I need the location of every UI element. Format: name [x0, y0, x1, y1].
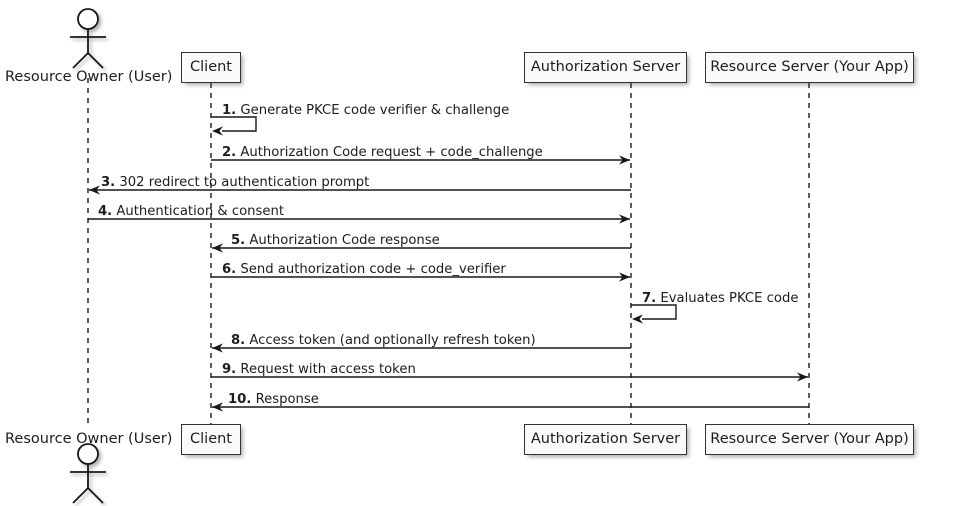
message-6-label: 6. Send authorization code + code_verifi… [222, 263, 506, 276]
message-9-text: Request with access token [236, 362, 416, 377]
message-5-sequence-number: 5. [231, 233, 246, 248]
message-5-text: Authorization Code response [245, 233, 440, 248]
participant-box-authorization-server-bottom[interactable]: Authorization Server [524, 424, 687, 455]
message-7-self-loop [631, 304, 677, 320]
participant-label: Client [190, 431, 232, 448]
message-1-arrowhead [212, 126, 223, 136]
actor-figures-group [70, 8, 106, 504]
actor-top [70, 8, 106, 69]
actor-leg-left [72, 487, 89, 504]
message-6-sequence-number: 6. [222, 262, 237, 277]
message-3-arrowhead [89, 185, 100, 195]
message-1-text: Generate PKCE code verifier & challenge [236, 103, 510, 118]
message-10-arrow[interactable] [212, 402, 809, 412]
message-8-label: 8. Access token (and optionally refresh … [231, 334, 536, 347]
message-5-arrowhead [212, 243, 223, 253]
participant-label: Resource Server (Your App) [710, 59, 909, 76]
message-1-label: 1. Generate PKCE code verifier & challen… [222, 104, 509, 117]
actor-leg-right [87, 487, 104, 504]
message-7-label: 7. Evaluates PKCE code [642, 292, 798, 305]
actor-head [77, 8, 99, 30]
actor-label-text: Resource Owner (User) [5, 431, 173, 447]
message-10-label: 10. Response [228, 393, 319, 406]
message-9-arrowhead [797, 372, 808, 382]
lifelines-group [87, 78, 810, 428]
message-1-arrow[interactable] [211, 116, 257, 136]
message-4-text: Authentication & consent [112, 204, 285, 219]
message-3-label: 3. 302 redirect to authentication prompt [101, 176, 369, 189]
participant-label: Resource Server (Your App) [710, 431, 909, 448]
message-9-label: 9. Request with access token [222, 363, 416, 376]
actor-label-text: Resource Owner (User) [5, 69, 173, 85]
message-6-arrow[interactable] [211, 272, 630, 282]
message-8-text: Access token (and optionally refresh tok… [245, 333, 536, 348]
message-3-sequence-number: 3. [101, 175, 116, 190]
message-7-arrow[interactable] [631, 304, 677, 324]
message-6-arrowhead [619, 272, 630, 282]
participant-label: Authorization Server [530, 59, 681, 76]
actor-leg-right [87, 52, 104, 69]
message-8-arrowhead [212, 343, 223, 353]
message-10-arrowhead [212, 402, 223, 412]
actor-label-resource-owner-top: Resource Owner (User) [5, 70, 172, 85]
message-5-label: 5. Authorization Code response [231, 234, 440, 247]
message-1-self-loop [211, 116, 257, 132]
actor-label-resource-owner-bottom: Resource Owner (User) [5, 432, 172, 447]
participant-box-client-bottom[interactable]: Client [181, 424, 241, 455]
message-3-text: 302 redirect to authentication prompt [115, 175, 370, 190]
message-4-sequence-number: 4. [98, 204, 113, 219]
message-4-arrowhead [619, 214, 630, 224]
message-arrows-group [88, 116, 809, 412]
message-7-arrowhead [632, 314, 643, 324]
message-3-arrow[interactable] [89, 185, 631, 195]
message-9-arrow[interactable] [211, 372, 808, 382]
participant-box-authorization-server-top[interactable]: Authorization Server [524, 52, 687, 83]
actor-leg-left [72, 52, 89, 69]
message-2-label: 2. Authorization Code request + code_cha… [222, 146, 543, 159]
message-8-sequence-number: 8. [231, 333, 246, 348]
message-9-sequence-number: 9. [222, 362, 237, 377]
message-6-text: Send authorization code + code_verifier [236, 262, 506, 277]
message-7-sequence-number: 7. [642, 291, 657, 306]
participant-label: Client [190, 59, 232, 76]
participant-box-client-top[interactable]: Client [181, 52, 241, 83]
actor-bottom [70, 443, 106, 504]
message-7-text: Evaluates PKCE code [656, 291, 799, 306]
message-2-arrow[interactable] [211, 155, 630, 165]
message-4-label: 4. Authentication & consent [98, 205, 284, 218]
message-4-arrow[interactable] [88, 214, 630, 224]
participant-box-resource-server-bottom[interactable]: Resource Server (Your App) [705, 424, 914, 455]
actor-head [77, 443, 99, 465]
participant-box-resource-server-top[interactable]: Resource Server (Your App) [705, 52, 914, 83]
message-2-sequence-number: 2. [222, 145, 237, 160]
message-5-arrow[interactable] [212, 243, 631, 253]
message-2-text: Authorization Code request + code_challe… [236, 145, 543, 160]
message-1-sequence-number: 1. [222, 103, 237, 118]
message-2-arrowhead [619, 155, 630, 165]
message-10-text: Response [251, 392, 319, 407]
participant-label: Authorization Server [530, 431, 681, 448]
message-10-sequence-number: 10. [228, 392, 252, 407]
message-8-arrow[interactable] [212, 343, 631, 353]
